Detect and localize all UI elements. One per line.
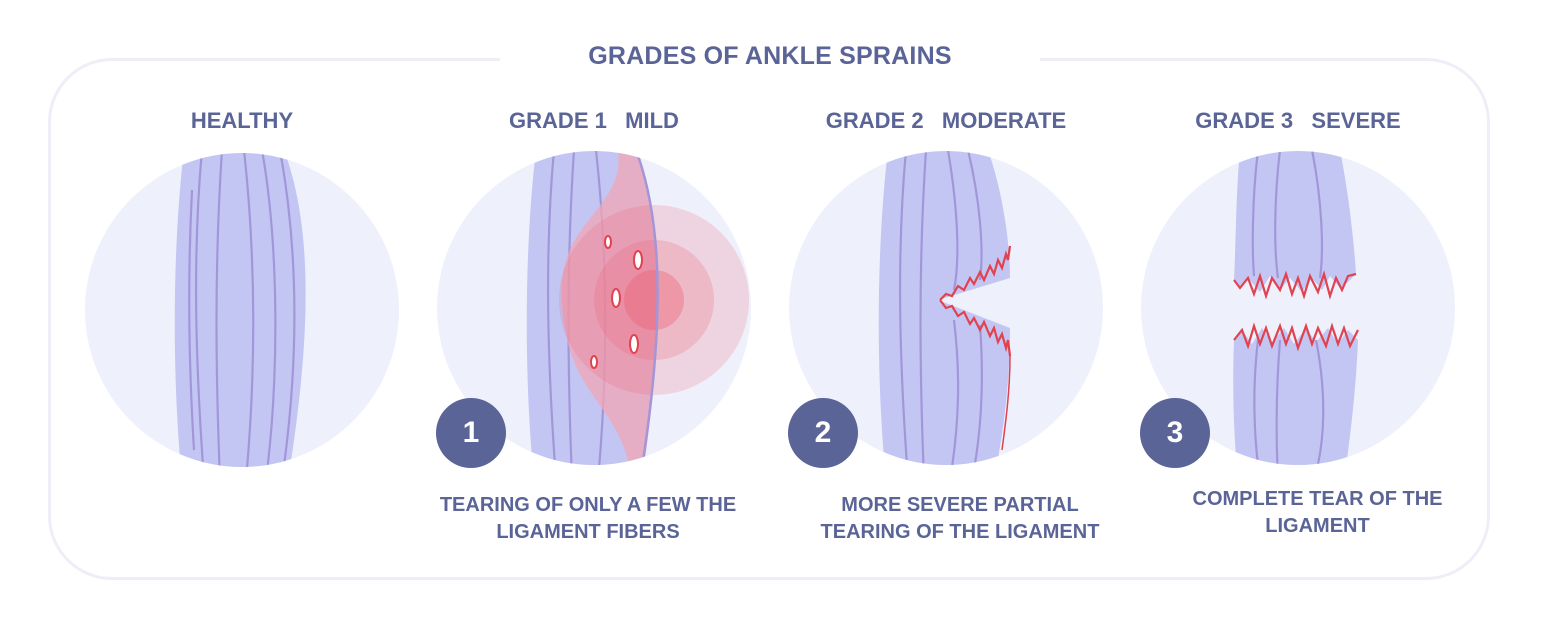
grade3-ligament-illustration: [1141, 151, 1455, 465]
healthy-ligament-illustration: [85, 153, 399, 467]
grade3-fibers: [1251, 151, 1325, 465]
grade3-tear-lower: [1233, 322, 1359, 352]
grade3-ligament-upper: [1234, 151, 1356, 292]
heading-grade-2: GRADE 2 MODERATE: [825, 108, 1067, 133]
healthy-fibers: [188, 153, 296, 467]
caption-grade-3: COMPLETE TEAR OF THE LIGAMENT: [1192, 488, 1443, 537]
grade1-inflammation-outer: [559, 205, 749, 395]
caption-grade-2: MORE SEVERE PARTIAL TEARING OF THE LIGAM…: [820, 494, 1100, 543]
grade-2-badge: 2: [788, 398, 858, 468]
grade2-tear-upper: [939, 245, 1012, 301]
grade1-ligament-illustration: [437, 151, 751, 465]
grade1-inflammation-inner: [624, 270, 684, 330]
grade2-fibers: [898, 151, 984, 465]
grade1-fiber-tears: [590, 235, 643, 369]
grade3-circle-bg: [1141, 151, 1455, 465]
healthy-ligament: [174, 153, 306, 467]
caption-grade-1: TEARING OF ONLY A FEW THE LIGAMENT FIBER…: [439, 494, 737, 543]
title-gap: [500, 40, 1040, 80]
grade2-ligament-illustration: [789, 151, 1103, 465]
grade3-ligament-lower: [1233, 328, 1358, 465]
heading-healthy: HEALTHY: [190, 108, 294, 133]
grade2-tear-lower: [939, 299, 1012, 357]
grade1-swelling: [561, 151, 658, 465]
grade-3-badge: 3: [1140, 398, 1210, 468]
heading-grade-3: GRADE 3 SEVERE: [1195, 108, 1401, 133]
heading-grade-1: GRADE 1 MILD: [509, 108, 679, 133]
grade2-ligament: [878, 151, 1010, 465]
grade3-tear-upper: [1233, 270, 1357, 300]
grade-1-badge: 1: [436, 398, 506, 468]
diagram-title: GRADES OF ANKLE SPRAINS: [588, 42, 952, 70]
grade1-inflammation-mid: [594, 240, 714, 360]
